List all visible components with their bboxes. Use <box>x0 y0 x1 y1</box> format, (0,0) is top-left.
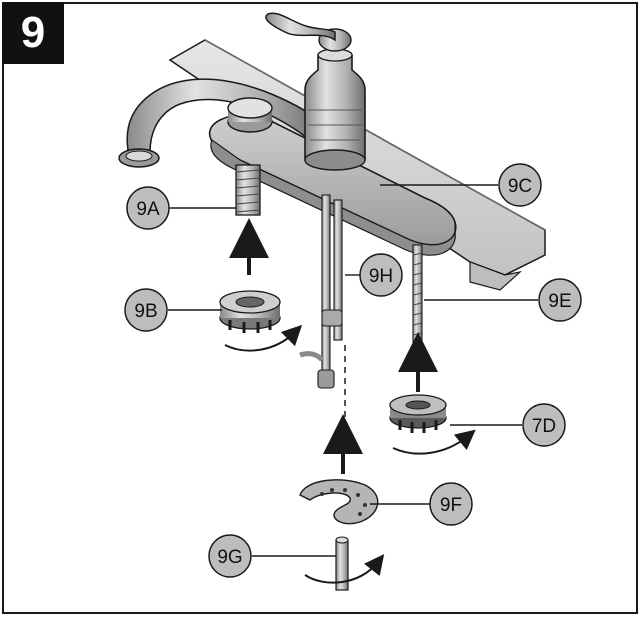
callout-9b: 9B <box>124 288 168 332</box>
mounting-nut-7d <box>389 394 447 433</box>
callout-9e: 9E <box>538 278 582 322</box>
callout-9a: 9A <box>126 186 170 230</box>
callout-9c: 9C <box>498 163 542 207</box>
rotate-arrow-9b <box>224 324 303 352</box>
side-spray-base <box>227 97 273 133</box>
callout-9h: 9H <box>359 253 403 297</box>
faucet-body <box>304 28 366 171</box>
rotate-arrow-9g <box>304 554 385 584</box>
mounting-nut-9b <box>219 290 281 333</box>
callout-label: 9H <box>369 266 393 287</box>
callout-label: 9C <box>508 176 532 197</box>
faucet-spout <box>118 78 321 168</box>
callout-9f: 9F <box>429 482 473 526</box>
callout-label: 9E <box>548 291 571 312</box>
step-number-badge: 9 <box>2 2 64 64</box>
rotate-arrow-7d <box>392 429 476 455</box>
callout-7d: 7D <box>522 403 566 447</box>
leader-lines <box>168 184 538 557</box>
callout-9g: 9G <box>208 534 252 578</box>
callout-label: 9G <box>217 547 242 568</box>
screw-9g <box>335 536 349 591</box>
callout-label: 7D <box>532 416 556 437</box>
callout-label: 9F <box>440 495 462 516</box>
threaded-shank-9a <box>235 164 261 216</box>
supply-tubes-9h <box>299 194 343 389</box>
callout-label: 9B <box>134 301 157 322</box>
horseshoe-washer-9f <box>299 479 379 525</box>
callout-label: 9A <box>136 199 160 220</box>
faucet-handle <box>265 12 336 42</box>
threaded-rod-9e <box>412 244 423 346</box>
